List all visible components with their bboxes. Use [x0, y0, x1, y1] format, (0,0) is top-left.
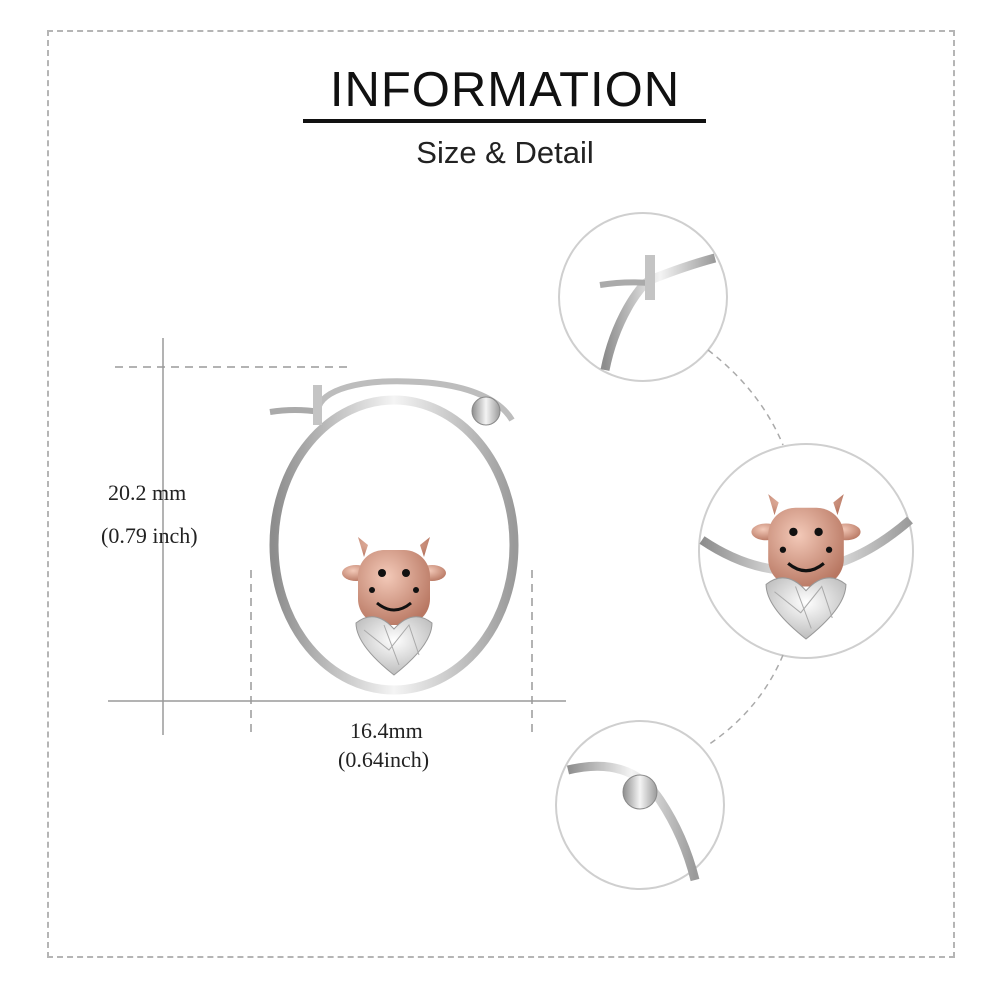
- height-mm-label: 20.2 mm: [108, 480, 187, 505]
- connector-lines: [707, 349, 784, 746]
- width-inch-label: (0.64inch): [338, 747, 430, 772]
- detail-circle-middle: [698, 443, 914, 659]
- dashed-frame: [47, 30, 955, 958]
- title-underline: [303, 119, 706, 123]
- dimension-guides: [108, 338, 566, 735]
- page-title: INFORMATION: [329, 63, 681, 117]
- earring-main: [269, 378, 519, 695]
- width-mm-label: 16.4mm: [350, 718, 423, 743]
- detail-circle-top: [558, 212, 728, 382]
- height-inch-label: (0.79 inch): [101, 523, 198, 548]
- page-subtitle: Size & Detail: [416, 135, 594, 170]
- detail-circle-bottom: [555, 720, 725, 890]
